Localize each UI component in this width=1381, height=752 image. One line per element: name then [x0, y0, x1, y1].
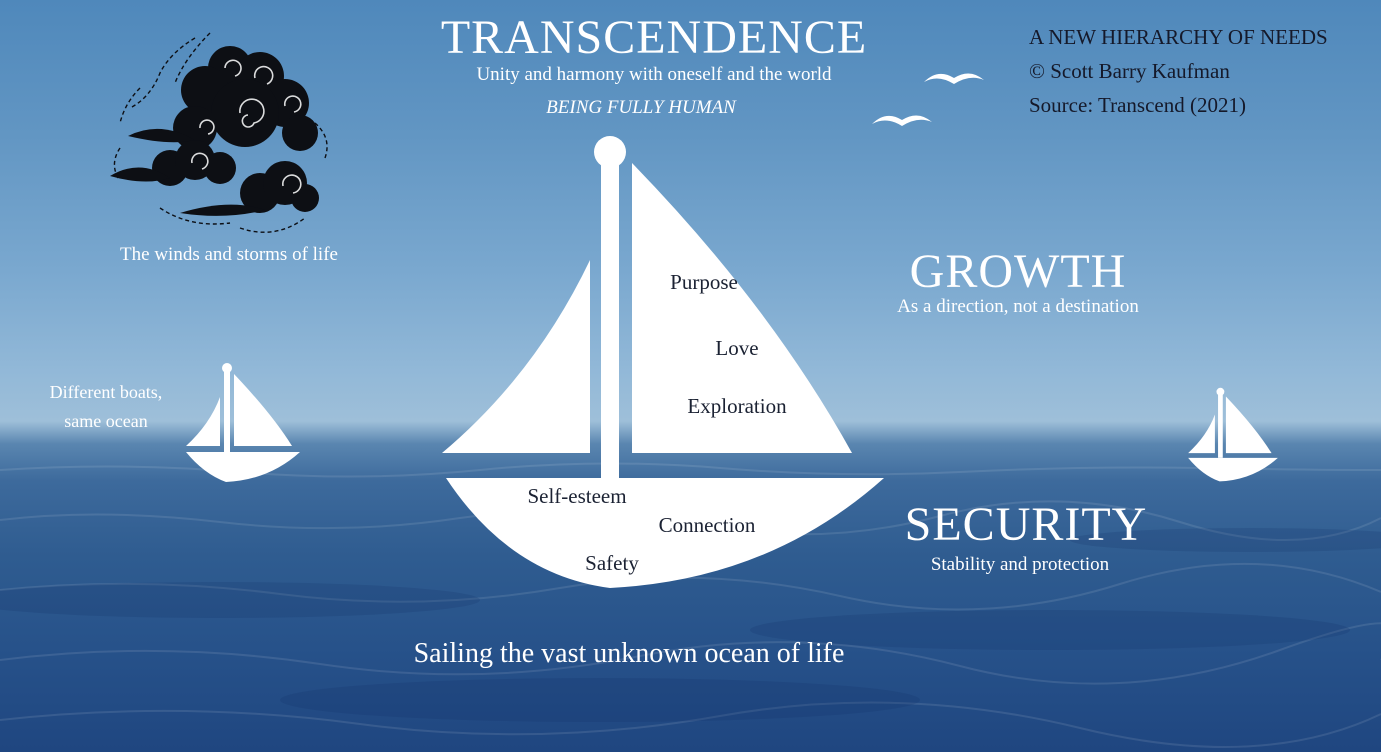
- footer-caption: Sailing the vast unknown ocean of life: [413, 638, 845, 669]
- left-sailboat-icon: [186, 363, 300, 482]
- left-caption-line1: Different boats,: [49, 382, 163, 402]
- transcendence-subtitle: Unity and harmony with oneself and the w…: [476, 64, 832, 85]
- right-sailboat-icon: [1188, 387, 1278, 482]
- transcendence-title: TRANSCENDENCE: [440, 11, 868, 64]
- security-title: SECURITY: [904, 498, 1148, 551]
- left-caption-line2: same ocean: [64, 411, 148, 431]
- sail-need-purpose: Purpose: [670, 270, 738, 294]
- main-sailboat-icon: [442, 136, 884, 588]
- hull-need-safety: Safety: [585, 551, 639, 575]
- bird-icon: [924, 73, 984, 84]
- hull-need-self-esteem: Self-esteem: [527, 484, 627, 508]
- hull-need-connection: Connection: [658, 513, 756, 537]
- sail-need-love: Love: [715, 336, 759, 360]
- sail-need-exploration: Exploration: [687, 394, 787, 418]
- credit-title: A NEW HIERARCHY OF NEEDS: [1029, 25, 1328, 49]
- growth-subtitle: As a direction, not a destination: [897, 296, 1139, 317]
- security-subtitle: Stability and protection: [930, 554, 1110, 575]
- credit-source: Source: Transcend (2021): [1029, 93, 1246, 117]
- credit-author: © Scott Barry Kaufman: [1029, 59, 1230, 83]
- storm-caption: The winds and storms of life: [120, 244, 338, 265]
- storm-cloud-icon: [110, 32, 328, 233]
- growth-title: GROWTH: [909, 245, 1127, 298]
- transcendence-tagline: BEING FULLY HUMAN: [546, 97, 736, 118]
- bird-icon: [872, 115, 932, 126]
